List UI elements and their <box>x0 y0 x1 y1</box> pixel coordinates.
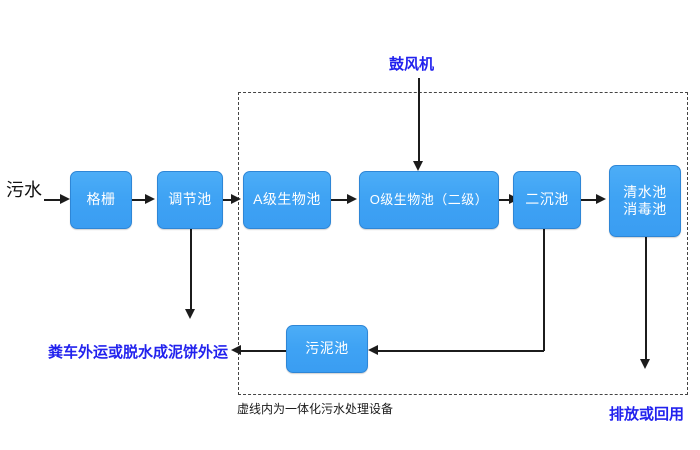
node-clear-water-disinfection-tank-label: 清水池 消毒池 <box>623 183 667 218</box>
node-secondary-settling-tank-label: 二沉池 <box>525 191 569 208</box>
regulating-sludge-drop-arrowhead <box>185 309 195 319</box>
blower-feed-line <box>418 78 420 162</box>
link-abio-obio <box>331 199 349 201</box>
node-secondary-settling-tank[interactable]: 二沉池 <box>513 171 581 229</box>
integrated-equipment-region <box>238 92 688 395</box>
link-obio-secondary <box>499 199 511 201</box>
node-regulating-tank-label: 调节池 <box>168 191 212 208</box>
blower-feed-arrowhead <box>413 161 423 171</box>
node-o-stage-bio-tank-label: O级生物池（二级） <box>369 191 489 207</box>
sludge-disposal-label: 粪车外运或脱水成泥饼外运 <box>48 344 229 361</box>
node-grille[interactable]: 格栅 <box>70 171 132 229</box>
clearwater-discharge-line <box>645 237 647 360</box>
link-secondary-clearwater <box>581 199 598 201</box>
blower-label: 鼓风机 <box>389 56 435 73</box>
node-a-stage-bio-tank-label: A级生物池 <box>253 191 321 208</box>
node-clear-water-disinfection-tank[interactable]: 清水池 消毒池 <box>609 165 681 237</box>
clearwater-discharge-arrowhead <box>640 359 650 369</box>
secondary-to-sludge-hline <box>378 350 544 352</box>
secondary-to-sludge-vline <box>543 229 545 351</box>
inlet-arrowhead <box>60 194 70 204</box>
inlet-label: 污水 <box>6 180 42 200</box>
node-sludge-tank[interactable]: 污泥池 <box>286 325 368 373</box>
link-abio-obio-arrowhead <box>347 194 357 204</box>
link-regulating-abio-arrowhead <box>231 194 241 204</box>
node-a-stage-bio-tank[interactable]: A级生物池 <box>243 171 331 229</box>
inlet-line <box>44 199 62 201</box>
sludge-to-disposal-arrowhead <box>231 345 241 355</box>
secondary-to-sludge-arrowhead <box>368 345 378 355</box>
region-caption: 虚线内为一体化污水处理设备 <box>237 402 394 416</box>
link-grille-regulating-arrowhead <box>145 194 155 204</box>
node-regulating-tank[interactable]: 调节池 <box>157 171 223 229</box>
link-regulating-abio <box>223 199 232 201</box>
link-secondary-clearwater-arrowhead <box>596 194 606 204</box>
link-grille-regulating <box>132 199 147 201</box>
node-grille-label: 格栅 <box>86 191 116 208</box>
discharge-label: 排放或回用 <box>609 406 685 423</box>
regulating-sludge-drop-line <box>190 229 192 310</box>
node-o-stage-bio-tank[interactable]: O级生物池（二级） <box>359 171 499 229</box>
node-sludge-tank-label: 污泥池 <box>305 340 349 357</box>
sludge-to-disposal-line <box>241 350 287 352</box>
